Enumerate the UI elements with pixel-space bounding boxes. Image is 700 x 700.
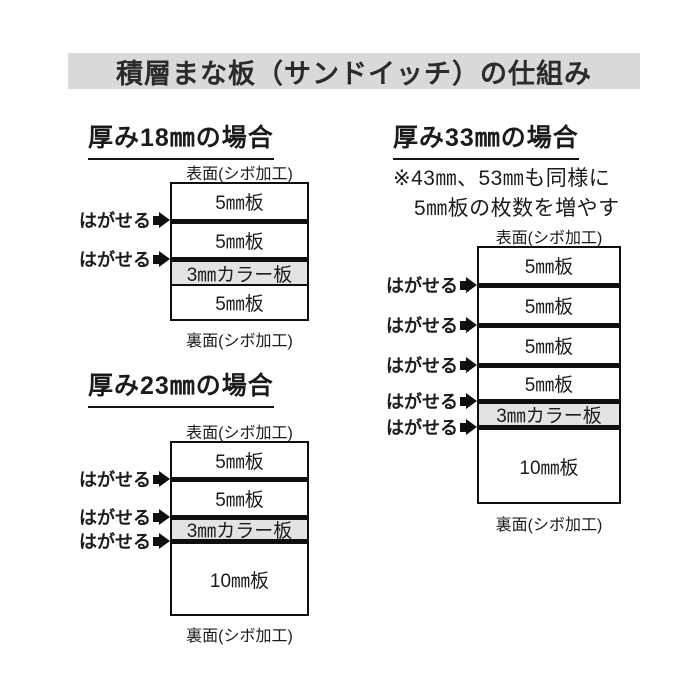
peel-label: はがせる (79, 246, 170, 272)
surface-label: 表面(シボ加工) (186, 425, 293, 442)
heading-23mm: 厚み23㎜の場合 (88, 366, 274, 408)
right-arrow-icon (153, 471, 170, 487)
layer-5mm-board: 5㎜板 (479, 283, 619, 323)
heading-33mm: 厚み33㎜の場合 (393, 118, 579, 160)
back-label: 裏面(シボ加工) (186, 333, 293, 350)
layer-5mm-board: 5㎜板 (479, 248, 619, 283)
back-label: 裏面(シボ加工) (495, 517, 603, 534)
layer-5mm-board: 5㎜板 (172, 184, 307, 219)
layer-3mm-color-board: 3㎜カラー板 (172, 515, 307, 542)
layer-5mm-board: 5㎜板 (172, 219, 307, 257)
layer-stack-18mm: 5㎜板 5㎜板 3㎜カラー板 5㎜板 (170, 182, 309, 321)
layer-3mm-color-board: 3㎜カラー板 (479, 399, 619, 427)
peel-label: はがせる (386, 352, 477, 378)
right-arrow-icon (460, 357, 477, 373)
peel-label: はがせる (79, 466, 170, 492)
right-arrow-icon (153, 251, 170, 267)
peel-label: はがせる (386, 272, 477, 298)
peel-label: はがせる (386, 312, 477, 338)
right-arrow-icon (153, 509, 170, 525)
peel-label: はがせる (79, 207, 170, 233)
layer-stack-33mm: 5㎜板 5㎜板 5㎜板 5㎜板 3㎜カラー板 10㎜板 (477, 246, 621, 504)
layer-3mm-color-board: 3㎜カラー板 (172, 257, 307, 286)
note-line-1: ※43㎜、53㎜も同様に (393, 167, 611, 190)
layer-10mm-board: 10㎜板 (479, 425, 619, 502)
layer-10mm-board: 10㎜板 (172, 539, 307, 614)
layer-5mm-board: 5㎜板 (172, 284, 307, 319)
peel-label: はがせる (386, 414, 477, 440)
layer-stack-23mm: 5㎜板 5㎜板 3㎜カラー板 10㎜板 (170, 441, 309, 616)
peel-label: はがせる (79, 528, 170, 554)
heading-18mm: 厚み18㎜の場合 (88, 118, 274, 160)
peel-label: はがせる (386, 388, 477, 414)
peel-label: はがせる (79, 504, 170, 530)
right-arrow-icon (460, 419, 477, 435)
right-arrow-icon (153, 212, 170, 228)
right-arrow-icon (153, 533, 170, 549)
title-banner: 積層まな板（サンドイッチ）の仕組み (68, 53, 640, 89)
page-title: 積層まな板（サンドイッチ）の仕組み (116, 58, 592, 89)
right-arrow-icon (460, 277, 477, 293)
surface-label: 表面(シボ加工) (495, 230, 603, 247)
layer-5mm-board: 5㎜板 (479, 363, 619, 399)
back-label: 裏面(シボ加工) (186, 628, 293, 645)
right-arrow-icon (460, 317, 477, 333)
right-arrow-icon (460, 393, 477, 409)
note-line-2: 5㎜板の枚数を増やす (414, 197, 620, 220)
layer-5mm-board: 5㎜板 (172, 443, 307, 477)
layer-5mm-board: 5㎜板 (172, 477, 307, 515)
surface-label: 表面(シボ加工) (186, 166, 293, 183)
layer-5mm-board: 5㎜板 (479, 323, 619, 363)
